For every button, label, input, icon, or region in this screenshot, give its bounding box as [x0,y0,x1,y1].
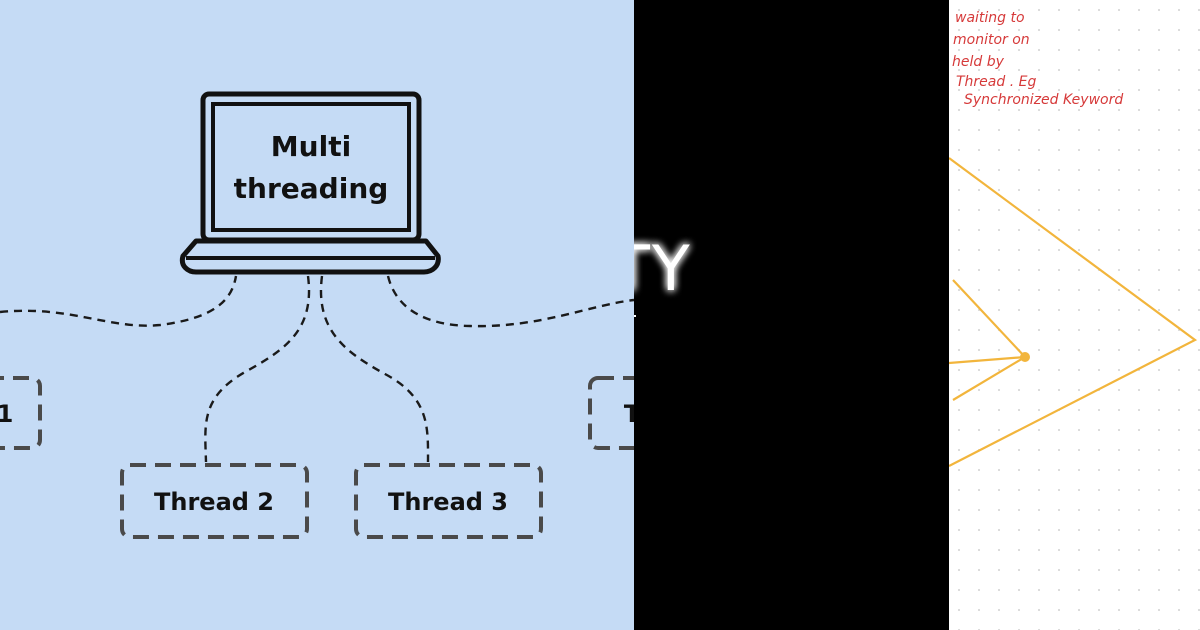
thread-2-label: Thread 2 [154,488,274,516]
dark-glow-panel: TY [634,0,949,630]
laptop-title-line-2: threading [234,172,389,205]
thread-3-box [354,463,543,539]
thread-right-box [588,376,634,450]
thread-connectors [0,275,634,463]
glow-graphic: TY [634,232,692,317]
branch-middle [949,355,1026,365]
branch-upper [952,279,1026,358]
junction-dot [1020,352,1030,362]
connector-thread-right [386,275,634,328]
multithreading-diagram-panel: Multi threading 1 Thread 2 Thread 3 T [0,0,634,630]
laptop-icon [179,91,441,275]
note-line-4: Thread . Eg [956,74,1036,90]
connector-thread-1 [0,275,238,327]
thread-1-label: 1 [0,400,13,428]
note-graphic: waiting to monitor on held by Thread . E… [949,10,1198,467]
connector-thread-3 [319,275,430,463]
note-line-2: monitor on [953,32,1030,48]
note-line-3: held by [952,54,1005,70]
glow-text: TY [634,232,692,305]
big-chevron [949,157,1198,467]
yellow-arrow-diagram [949,157,1198,467]
branch-lower [952,356,1026,401]
thread-right-label: T [624,400,634,428]
note-line-1: waiting to [955,10,1025,26]
handwritten-note-panel: waiting to monitor on held by Thread . E… [949,0,1200,630]
thread-1-box [0,376,42,450]
note-line-5: Synchronized Keyword [964,92,1123,108]
thread-2-box [120,463,309,539]
connector-thread-2 [204,275,311,463]
laptop-title-line-1: Multi [271,130,351,163]
thread-3-label: Thread 3 [388,488,508,516]
multithreading-diagram: Multi threading 1 Thread 2 Thread 3 T [0,91,634,539]
